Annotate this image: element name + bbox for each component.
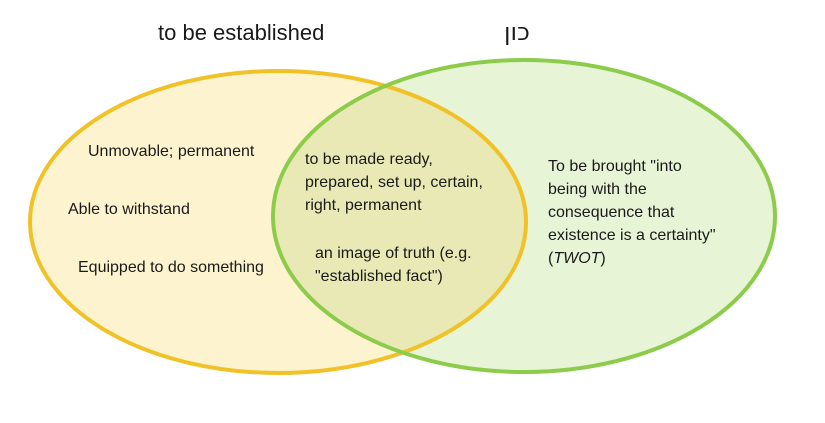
left-item-withstand: Able to withstand xyxy=(68,201,190,218)
overlap-text-image-of-truth: an image of truth (e.g. "established fac… xyxy=(315,242,472,288)
overlap-text-made-ready: to be made ready, prepared, set up, cert… xyxy=(305,148,483,217)
overlap-line: to be made ready, xyxy=(305,151,433,168)
left-item-unmovable: Unmovable; permanent xyxy=(88,143,255,160)
overlap-line: prepared, set up, certain, xyxy=(305,174,483,191)
right-line: To be brought "into xyxy=(548,158,682,175)
overlap-line: right, permanent xyxy=(305,197,422,214)
right-set-outline xyxy=(271,58,777,374)
left-item-equipped: Equipped to do something xyxy=(78,259,264,276)
right-source-citation: (TWOT) xyxy=(548,250,606,267)
left-set-outline xyxy=(28,69,528,375)
right-line: being with the xyxy=(548,181,647,198)
right-set-title: כון xyxy=(504,18,530,46)
right-set-definition: To be brought "into being with the conse… xyxy=(548,155,716,270)
left-set-title: to be established xyxy=(158,20,325,45)
right-line: consequence that xyxy=(548,204,675,221)
right-line: existence is a certainty" xyxy=(548,227,716,244)
overlap-line: "established fact") xyxy=(315,268,443,285)
overlap-line: an image of truth (e.g. xyxy=(315,245,472,262)
source-name: TWOT xyxy=(553,250,601,267)
